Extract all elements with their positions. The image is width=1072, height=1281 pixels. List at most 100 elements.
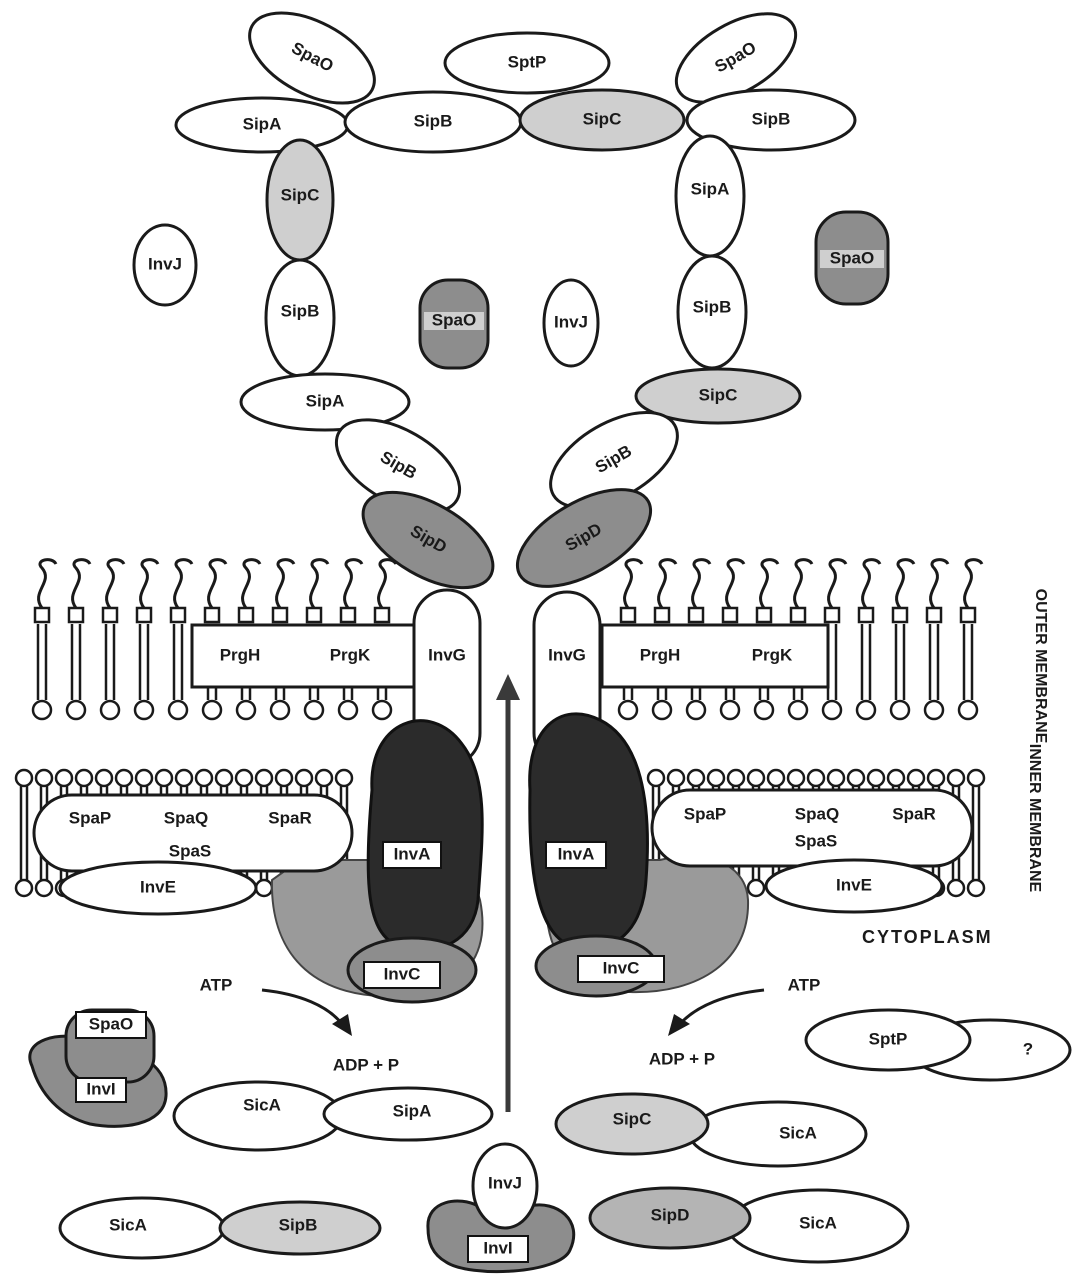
lps-chain [107,560,124,608]
adp-label-right: ADP + P [649,1049,715,1068]
lipid-head-square [273,608,287,622]
lps-chain [965,560,982,608]
inner-membrane: SpaP SpaQ SpaR SpaS InvE InvA InvC InvA … [16,714,1043,1002]
spa-complex-right [652,790,972,866]
lipid-head-circle [271,701,289,719]
lipid-head-circle [136,770,152,786]
lps-chain [39,560,56,608]
sica-protein-1 [174,1082,342,1150]
lipid-head-circle [653,701,671,719]
lipid-head-circle [959,701,977,719]
secretion-arrow [496,674,520,1112]
lipid-head-square [341,608,355,622]
invj-label-mid: InvJ [554,312,588,331]
lipid-head-circle [36,770,52,786]
lipid-head-circle [373,701,391,719]
inva-label-right: InvA [558,844,595,863]
lipid-head-circle [848,770,864,786]
sipa-label-top: SipA [243,114,282,133]
lipid-head-square [137,608,151,622]
lipid-head-circle [868,770,884,786]
lipid-head-circle [748,770,764,786]
lipid-head-circle [96,770,112,786]
lipid-head-square [961,608,975,622]
lipid-head-circle [748,880,764,896]
sipa-label-right-column: SipA [691,179,730,198]
lps-chain [931,560,948,608]
lps-chain [829,560,846,608]
lps-chain [795,560,812,608]
inve-label-right: InvE [836,875,872,894]
spaq-label-right: SpaQ [795,804,839,823]
sipd-label-bottom: SipD [651,1205,690,1224]
atp-arrow-right [680,990,764,1024]
sica-label-1: SicA [243,1095,281,1114]
atp-label-right: ATP [788,975,821,994]
lipid-head-circle [56,770,72,786]
lipid-head-circle [788,770,804,786]
lipid-head-circle [948,880,964,896]
lps-chain [345,560,362,608]
lipid-head-circle [823,701,841,719]
lipid-head-square [791,608,805,622]
spao-label-mid: SpaO [432,310,476,329]
lipid-head-circle [116,770,132,786]
lipid-head-circle [196,770,212,786]
lps-chain [625,560,642,608]
lipid-head-circle [156,770,172,786]
lipid-head-circle [688,770,704,786]
lps-chain [863,560,880,608]
invg-label-left: InvG [428,645,466,664]
cytoplasm-label: CYTOPLASM [862,927,993,947]
outer-membrane-label: OUTER MEMBRANE [1032,589,1049,744]
lipid-head-square [103,608,117,622]
lipid-head-circle [768,770,784,786]
spao-barrel-right: SpaO [816,212,888,304]
prgh-label-left: PrgH [220,645,261,664]
lipid-head-circle [619,701,637,719]
lipid-head-square [205,608,219,622]
invg-label-right: InvG [548,645,586,664]
sptp-label-top: SptP [508,52,547,71]
lipid-head-square [723,608,737,622]
lipid-head-circle [336,770,352,786]
needle-tip-complex: SpaO SptP SpaO SipA SipB SipC SipB SipC … [176,0,855,607]
atp-label-left: ATP [200,975,233,994]
lipid-head-circle [276,770,292,786]
lipid-head-circle [67,701,85,719]
lipid-head-circle [169,701,187,719]
sica-label-3: SicA [109,1215,147,1234]
lipid-head-circle [316,770,332,786]
lipid-head-circle [728,770,744,786]
lipid-head-circle [256,770,272,786]
lipid-head-circle [36,880,52,896]
lipid-head-square [307,608,321,622]
inva-label-left: InvA [394,844,431,863]
lipid-head-square [621,608,635,622]
lipid-head-circle [721,701,739,719]
sipa-label-left-mid: SipA [306,391,345,410]
lipid-head-square [927,608,941,622]
lipid-head-circle [296,770,312,786]
lipid-head-circle [33,701,51,719]
lipid-head-circle [828,770,844,786]
lps-chain [175,560,192,608]
inve-label-left: InvE [140,877,176,896]
spao-label-right: SpaO [830,248,874,267]
lps-chain [141,560,158,608]
lipid-head-circle [135,701,153,719]
lipid-head-square [69,608,83,622]
prg-complex-right [602,625,828,687]
lps-chain [693,560,710,608]
invi-label-bottom: InvI [483,1238,512,1257]
atp-arrow-left [262,990,342,1024]
inva-protein-left [368,721,482,950]
spar-label-right: SpaR [892,804,935,823]
lipid-head-square [825,608,839,622]
unknown-label: ? [1023,1039,1033,1058]
lipid-head-circle [687,701,705,719]
sipb-label-left-column: SipB [281,301,320,320]
lipid-head-square [757,608,771,622]
lipid-head-circle [256,880,272,896]
